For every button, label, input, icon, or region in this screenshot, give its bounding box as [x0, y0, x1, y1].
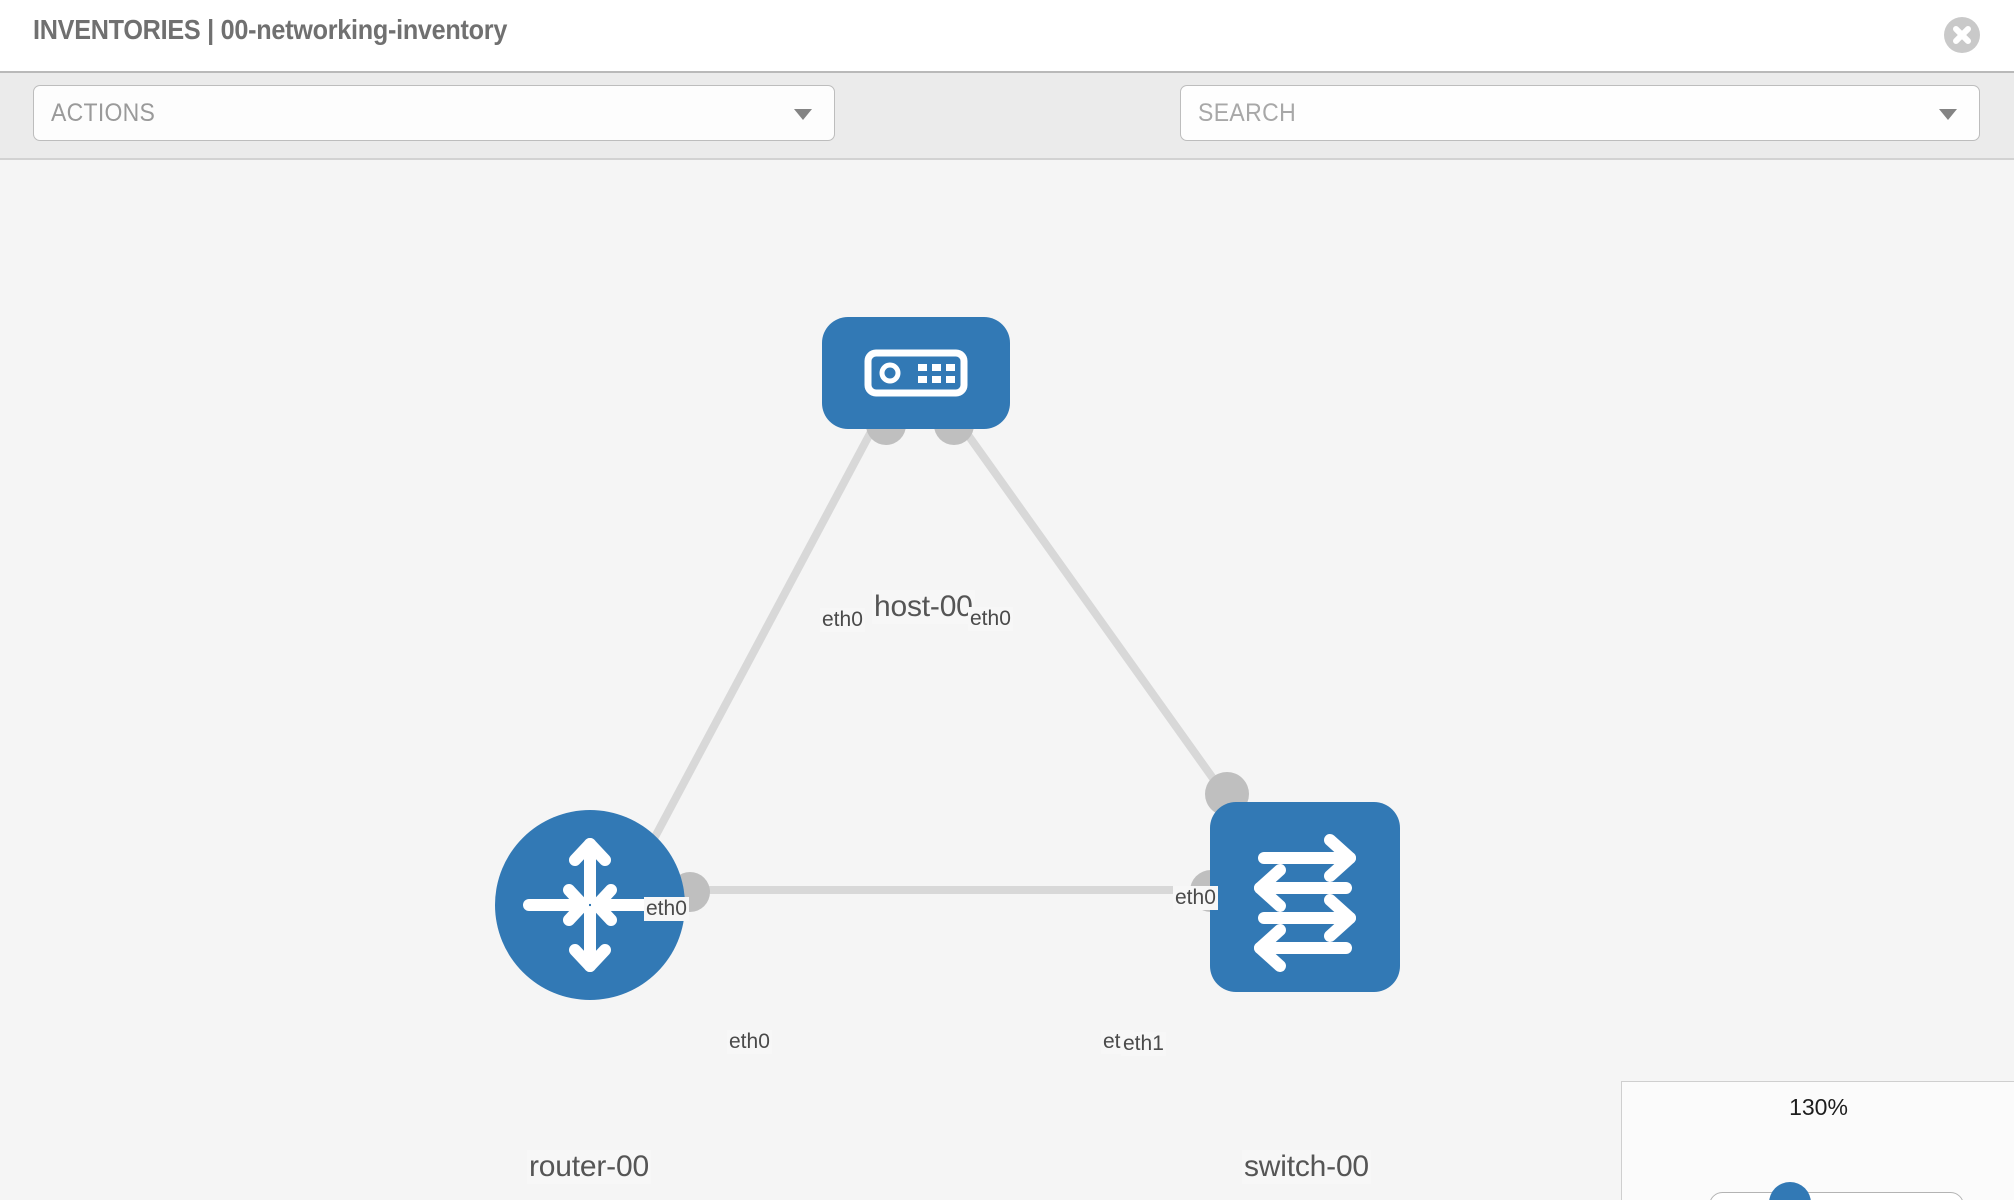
iface-label-host-left: eth0	[820, 608, 865, 632]
node-host-00[interactable]	[822, 317, 1010, 429]
close-icon[interactable]	[1944, 17, 1980, 53]
zoom-control-panel: 130%	[1621, 1081, 2014, 1200]
zoom-slider-track[interactable]	[1709, 1192, 1964, 1200]
actions-dropdown-label: ACTIONS	[51, 99, 156, 127]
page-title: INVENTORIES | 00-networking-inventory	[33, 14, 508, 45]
node-label-switch-00: switch-00	[1242, 1150, 1371, 1184]
toolbar: ACTIONS	[0, 71, 2014, 196]
iface-label-router-up: eth0	[644, 897, 689, 921]
search-input[interactable]: SEARCH	[1180, 85, 1980, 141]
zoom-level-label: 130%	[1789, 1094, 1848, 1120]
chevron-down-icon[interactable]	[1939, 109, 1957, 120]
server-icon	[864, 349, 968, 397]
link-host-router	[644, 426, 877, 852]
chevron-down-icon	[794, 109, 812, 120]
search-placeholder: SEARCH	[1198, 99, 1297, 127]
page-header: INVENTORIES | 00-networking-inventory	[0, 0, 2014, 71]
switch-icon	[1254, 834, 1356, 972]
topology-canvas[interactable]: host-00 router-00 switch-00 eth0 eth0 et…	[0, 160, 2014, 1200]
iface-label-host-right: eth0	[968, 607, 1013, 631]
iface-label-switch-left-b: eth1	[1121, 1032, 1166, 1056]
actions-dropdown[interactable]: ACTIONS	[33, 85, 835, 141]
node-label-router-00: router-00	[527, 1150, 651, 1184]
zoom-slider-thumb[interactable]	[1769, 1182, 1811, 1200]
iface-label-router-right: eth0	[727, 1030, 772, 1054]
link-host-switch	[959, 425, 1236, 808]
node-switch-00[interactable]	[1210, 802, 1400, 992]
node-label-host-00: host-00	[872, 590, 975, 624]
router-icon	[523, 838, 657, 972]
topology-links	[644, 425, 1236, 894]
iface-label-switch-up: eth0	[1173, 886, 1218, 910]
